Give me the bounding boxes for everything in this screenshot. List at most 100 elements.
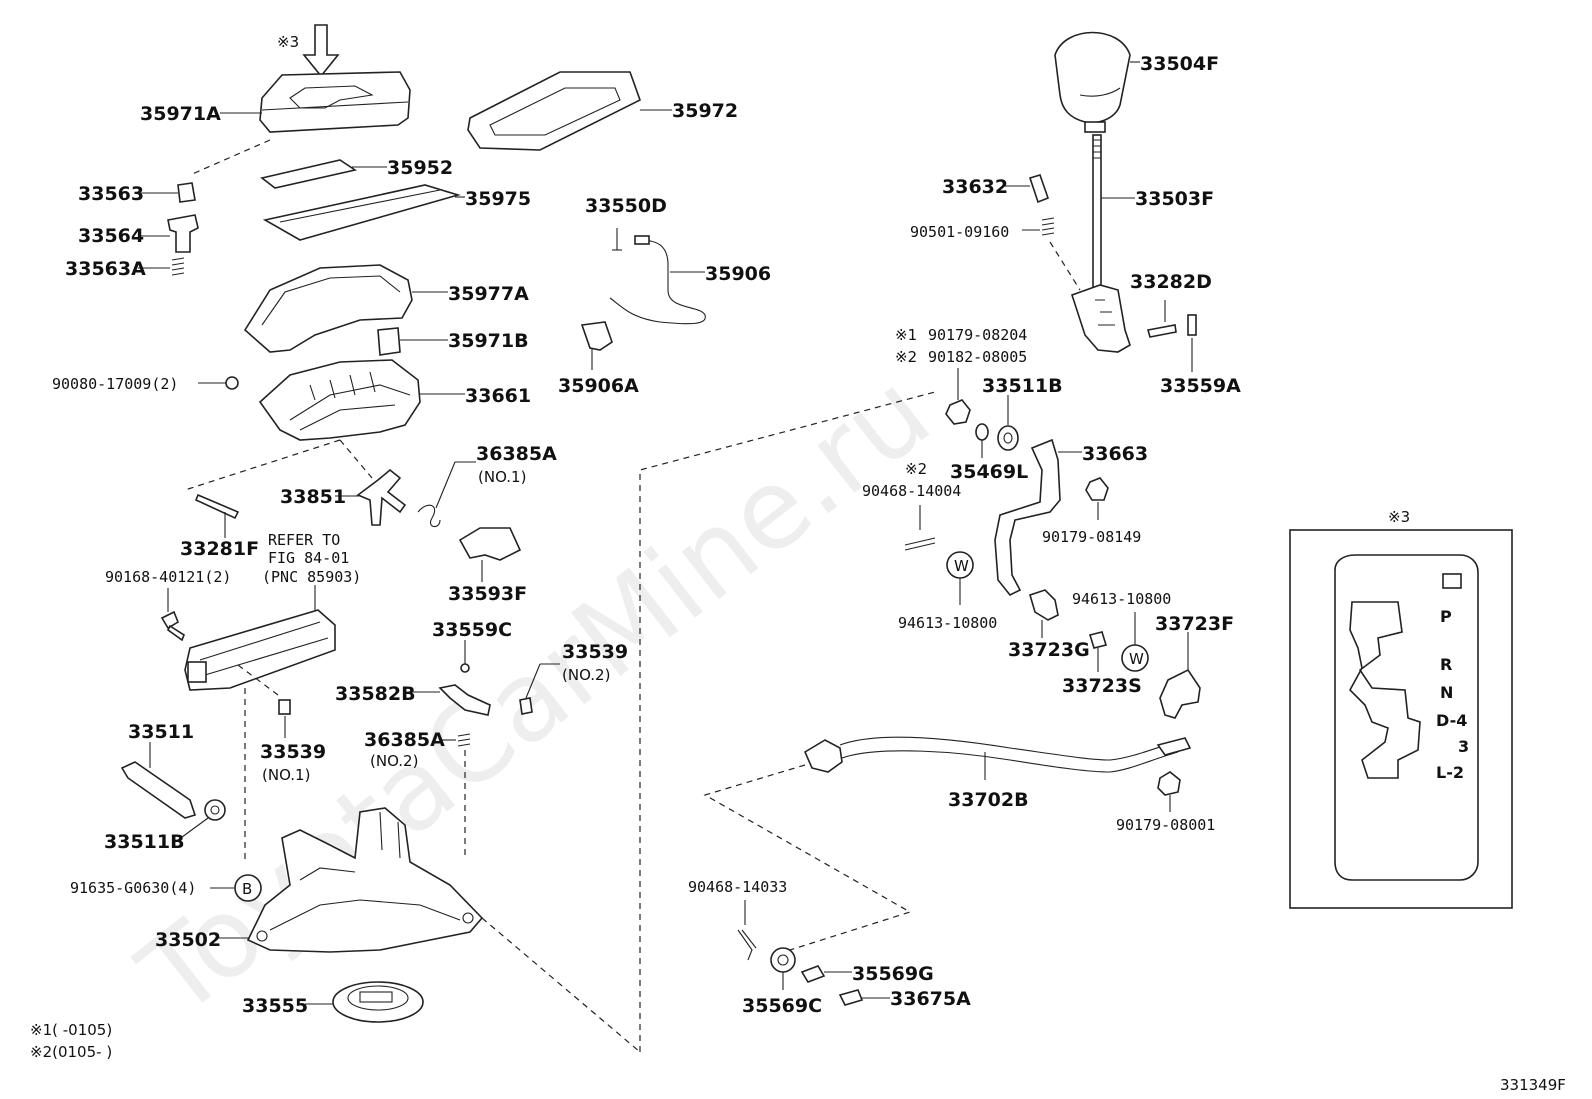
label-33539-1-sub: (NO.1) bbox=[262, 766, 310, 784]
leader-33539-2 bbox=[525, 663, 541, 699]
part-nut bbox=[945, 399, 971, 425]
label-33502: 33502 bbox=[155, 929, 221, 951]
label-90080: 90080-17009(2) bbox=[52, 375, 178, 393]
part-33550D-clip bbox=[612, 228, 622, 251]
part-33559A-pin bbox=[1187, 314, 1197, 336]
view-arrow-icon bbox=[302, 24, 340, 78]
label-91635: 91635-G0630(4) bbox=[70, 879, 196, 897]
part-35971B-clip bbox=[377, 327, 401, 356]
part-33663-lever bbox=[994, 438, 1061, 597]
label-35971A: 35971A bbox=[140, 103, 221, 125]
part-33555-cap bbox=[332, 981, 424, 1023]
label-33555: 33555 bbox=[242, 995, 308, 1017]
label-33593F: 33593F bbox=[448, 583, 527, 605]
label-33663: 33663 bbox=[1082, 443, 1148, 465]
part-33282D-bolt bbox=[1146, 324, 1177, 338]
part-33723F bbox=[1159, 668, 1201, 719]
part-36385A-no1-spring bbox=[417, 504, 441, 528]
part-33632-button bbox=[1028, 174, 1050, 204]
label-33550D: 33550D bbox=[585, 195, 667, 217]
label-33504F: 33504F bbox=[1140, 53, 1219, 75]
label-36385A-2: 36385A bbox=[364, 729, 445, 751]
guide-big-outline bbox=[639, 391, 936, 1052]
part-35972-trim bbox=[467, 71, 641, 151]
label-35971B: 35971B bbox=[448, 330, 529, 352]
part-33675A-bolt bbox=[838, 989, 864, 1006]
svg-text:W: W bbox=[1129, 650, 1144, 668]
label-33661: 33661 bbox=[465, 385, 531, 407]
label-35569C: 35569C bbox=[742, 995, 822, 1017]
footnote-1: ※1( -0105) bbox=[30, 1021, 112, 1039]
gate-l2: L-2 bbox=[1436, 763, 1464, 782]
part-36385A-no2-spring bbox=[457, 733, 471, 747]
part-33503F-rod bbox=[1092, 134, 1102, 291]
part-90179-08001-nut bbox=[1157, 771, 1181, 796]
svg-text:W: W bbox=[954, 557, 969, 575]
refer-line1: REFER TO bbox=[268, 531, 340, 549]
label-90182-08005: 90182-08005 bbox=[928, 348, 1027, 366]
label-33723F: 33723F bbox=[1155, 613, 1234, 635]
guide-linkage bbox=[481, 917, 641, 1053]
part-33539-no2 bbox=[519, 697, 533, 715]
label-33563: 33563 bbox=[78, 183, 144, 205]
part-33723S bbox=[1088, 631, 1108, 649]
part-33559C bbox=[460, 663, 470, 673]
leader-36385A-1 bbox=[435, 461, 456, 509]
guide-90501 bbox=[1049, 241, 1081, 291]
label-33675A: 33675A bbox=[890, 988, 971, 1010]
part-33702B-rod bbox=[803, 736, 1192, 773]
label-33723G: 33723G bbox=[1008, 639, 1090, 661]
part-33281F-pin bbox=[194, 493, 240, 520]
label-35906: 35906 bbox=[705, 263, 771, 285]
part-35952-plate bbox=[260, 159, 357, 189]
part-90080-screw bbox=[225, 376, 239, 390]
part-33723G bbox=[1029, 589, 1059, 621]
gate-n: N bbox=[1440, 683, 1453, 702]
label-35975: 35975 bbox=[465, 188, 531, 210]
part-35906A-connector bbox=[580, 321, 613, 351]
mark-2b: ※2 bbox=[905, 460, 927, 478]
label-33582B: 33582B bbox=[335, 683, 416, 705]
part-90179-08149-nut bbox=[1085, 477, 1109, 501]
label-35952: 35952 bbox=[387, 157, 453, 179]
mark-3-label: ※3 bbox=[277, 33, 299, 51]
part-lever-bracket bbox=[1070, 284, 1131, 353]
shift-gate-plate bbox=[1334, 554, 1479, 881]
part-35469L-washer bbox=[975, 423, 989, 441]
part-33564-holder bbox=[167, 214, 199, 253]
label-33282D: 33282D bbox=[1130, 271, 1212, 293]
label-35469L: 35469L bbox=[950, 461, 1028, 483]
label-33559A: 33559A bbox=[1160, 375, 1241, 397]
svg-text:B: B bbox=[242, 880, 252, 898]
label-90179-08001: 90179-08001 bbox=[1116, 816, 1215, 834]
part-33502-base bbox=[246, 807, 484, 953]
part-33593F-cam bbox=[458, 527, 522, 561]
guide-35971A bbox=[189, 139, 271, 176]
label-90179-08149: 90179-08149 bbox=[1042, 528, 1141, 546]
label-94613-b: 94613-10800 bbox=[1072, 590, 1171, 608]
part-35569C-bushing bbox=[770, 947, 796, 973]
label-33851: 33851 bbox=[280, 486, 346, 508]
footnote-2: ※2(0105- ) bbox=[30, 1043, 112, 1061]
part-33504F-knob bbox=[1054, 31, 1131, 133]
part-33661-indicator bbox=[258, 359, 421, 441]
label-33539-2: 33539 bbox=[562, 641, 628, 663]
label-33564: 33564 bbox=[78, 225, 144, 247]
inset-title: ※3 bbox=[1388, 508, 1410, 526]
part-90168-screw bbox=[160, 610, 185, 642]
mark-2: ※2 bbox=[895, 348, 917, 366]
refer-line3: (PNC 85903) bbox=[262, 568, 361, 586]
part-90468-14004-clip bbox=[904, 537, 936, 551]
part-33511B-left-bushing bbox=[204, 799, 226, 821]
label-35906A: 35906A bbox=[558, 375, 639, 397]
gate-d4: D-4 bbox=[1436, 711, 1467, 730]
part-33563A-spring bbox=[171, 257, 185, 276]
label-33702B: 33702B bbox=[948, 789, 1029, 811]
part-33511-shaft bbox=[120, 761, 197, 819]
part-35569G bbox=[800, 965, 826, 983]
label-33539-1: 33539 bbox=[260, 741, 326, 763]
part-33582B-lock bbox=[438, 684, 491, 716]
w-mark-icon: W bbox=[946, 551, 974, 579]
label-33511B-left: 33511B bbox=[104, 831, 185, 853]
